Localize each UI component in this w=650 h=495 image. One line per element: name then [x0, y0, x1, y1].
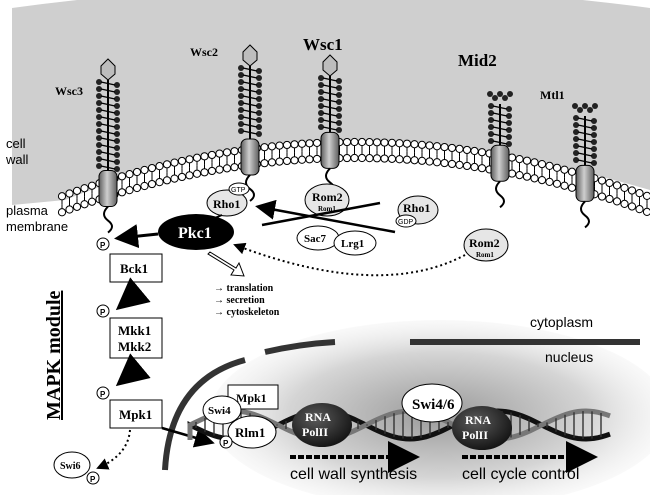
output-secretion: → secretion [214, 295, 265, 306]
gdp-label: GDP [398, 219, 414, 226]
lrg1-label: Lrg1 [341, 238, 364, 250]
swi6-node [53, 451, 91, 479]
gap-arrow [255, 199, 396, 234]
wsc3-sensor [96, 58, 120, 234]
wsc1-sensor [318, 54, 342, 196]
mtl1-label: Mtl1 [540, 88, 565, 102]
rlm1-phospho [219, 435, 233, 449]
plasma-membrane-label-2: membrane [6, 219, 68, 234]
bck1-label: Bck1 [120, 261, 148, 276]
rna-pol2-1-line2: PolII [302, 425, 328, 439]
swi6-phospho [86, 471, 100, 485]
mkk-phospho-label: P [100, 308, 106, 317]
rho1-to-pkc1 [209, 214, 223, 221]
pkc1-label: Pkc1 [178, 225, 212, 242]
cell-wall-label-1: cell [6, 136, 26, 151]
bck1-to-mkk [115, 277, 151, 311]
nuclear-envelope [162, 357, 246, 471]
gef-arrow [261, 201, 381, 227]
bck1-box [109, 253, 163, 283]
output-translation: → translation [214, 283, 274, 294]
sac7-label: Sac7 [304, 233, 327, 245]
wsc1-label: Wsc1 [303, 35, 343, 54]
rom1-bottom-label: Rom1 [476, 251, 494, 259]
rna-pol2-node-1 [292, 403, 352, 447]
mtl1-sensor [572, 103, 598, 229]
lrg1-node [333, 230, 377, 256]
mpk1-phospho-label: P [100, 390, 106, 399]
mkk1-label: Mkk1 [118, 323, 151, 338]
swi46-node [401, 383, 463, 423]
pkc1-to-bck1 [114, 224, 159, 249]
swi4-label: Swi4 [208, 405, 231, 417]
rho1-gtp-label: Rho1 [213, 197, 240, 211]
wsc3-label: Wsc3 [55, 84, 83, 98]
swi6-phospho-label: P [90, 475, 96, 484]
rom2-top-label: Rom2 [312, 190, 343, 204]
cytoplasm-label: cytoplasm [530, 314, 593, 330]
gtp-label: GTP [231, 187, 246, 194]
rho1-gdp-label: Rho1 [403, 201, 430, 215]
rom2-top-node [304, 183, 350, 217]
mpk1-to-nucleus [161, 426, 215, 448]
mpk1-to-swi6-dotted [96, 429, 131, 470]
mpk1-nuclear-label: Mpk1 [236, 391, 267, 405]
output-arrow [207, 251, 245, 277]
rlm1-label: Rlm1 [235, 425, 265, 440]
rom1-top-label: Rom1 [318, 205, 336, 213]
mpk1-phospho [96, 386, 110, 400]
cell-cycle-control-label: cell cycle control [462, 466, 579, 483]
rho1-gtp-node [206, 189, 248, 217]
gtp-node [228, 182, 250, 196]
mkk-box [109, 317, 163, 359]
gdp-node [395, 214, 417, 228]
cell-wall-label-2: wall [5, 152, 29, 167]
rna-pol2-2-line2: PolII [462, 428, 488, 442]
mapk-module-title: MAPK module [43, 290, 65, 420]
rna-pol2-node-2 [452, 406, 512, 450]
wsc2-sensor [238, 44, 262, 202]
mid2-label: Mid2 [458, 51, 497, 70]
mpk1-label: Mpk1 [119, 407, 152, 422]
rlm1-phospho-label: P [223, 439, 229, 448]
mkk-phospho [96, 304, 110, 318]
pkc1-node [158, 214, 234, 250]
cell-wall-synthesis-label: cell wall synthesis [290, 466, 417, 483]
rom2-bottom-node [463, 228, 509, 262]
bck1-phospho-label: P [100, 241, 106, 250]
plasma-membrane-label-1: plasma [6, 203, 49, 218]
swi6-label: Swi6 [60, 461, 81, 472]
nucleus-label: nucleus [545, 349, 593, 365]
rom2-bottom-label: Rom2 [469, 236, 500, 250]
mkk-to-mpk1 [115, 353, 151, 387]
bck1-phospho [96, 237, 110, 251]
mkk2-label: Mkk2 [118, 339, 151, 354]
rna-pol2-1-line1: RNA [305, 410, 331, 424]
wsc2-label: Wsc2 [190, 45, 218, 59]
rna-pol2-2-line1: RNA [465, 413, 491, 427]
swi46-label: Swi4/6 [412, 397, 455, 413]
swi4-node [202, 395, 242, 425]
rlm1-node [227, 415, 277, 449]
nuclear-envelope-top [264, 339, 336, 355]
mid2-sensor [487, 91, 513, 209]
mpk1-box [109, 399, 163, 429]
output-cytoskeleton: → cytoskeleton [214, 307, 280, 318]
